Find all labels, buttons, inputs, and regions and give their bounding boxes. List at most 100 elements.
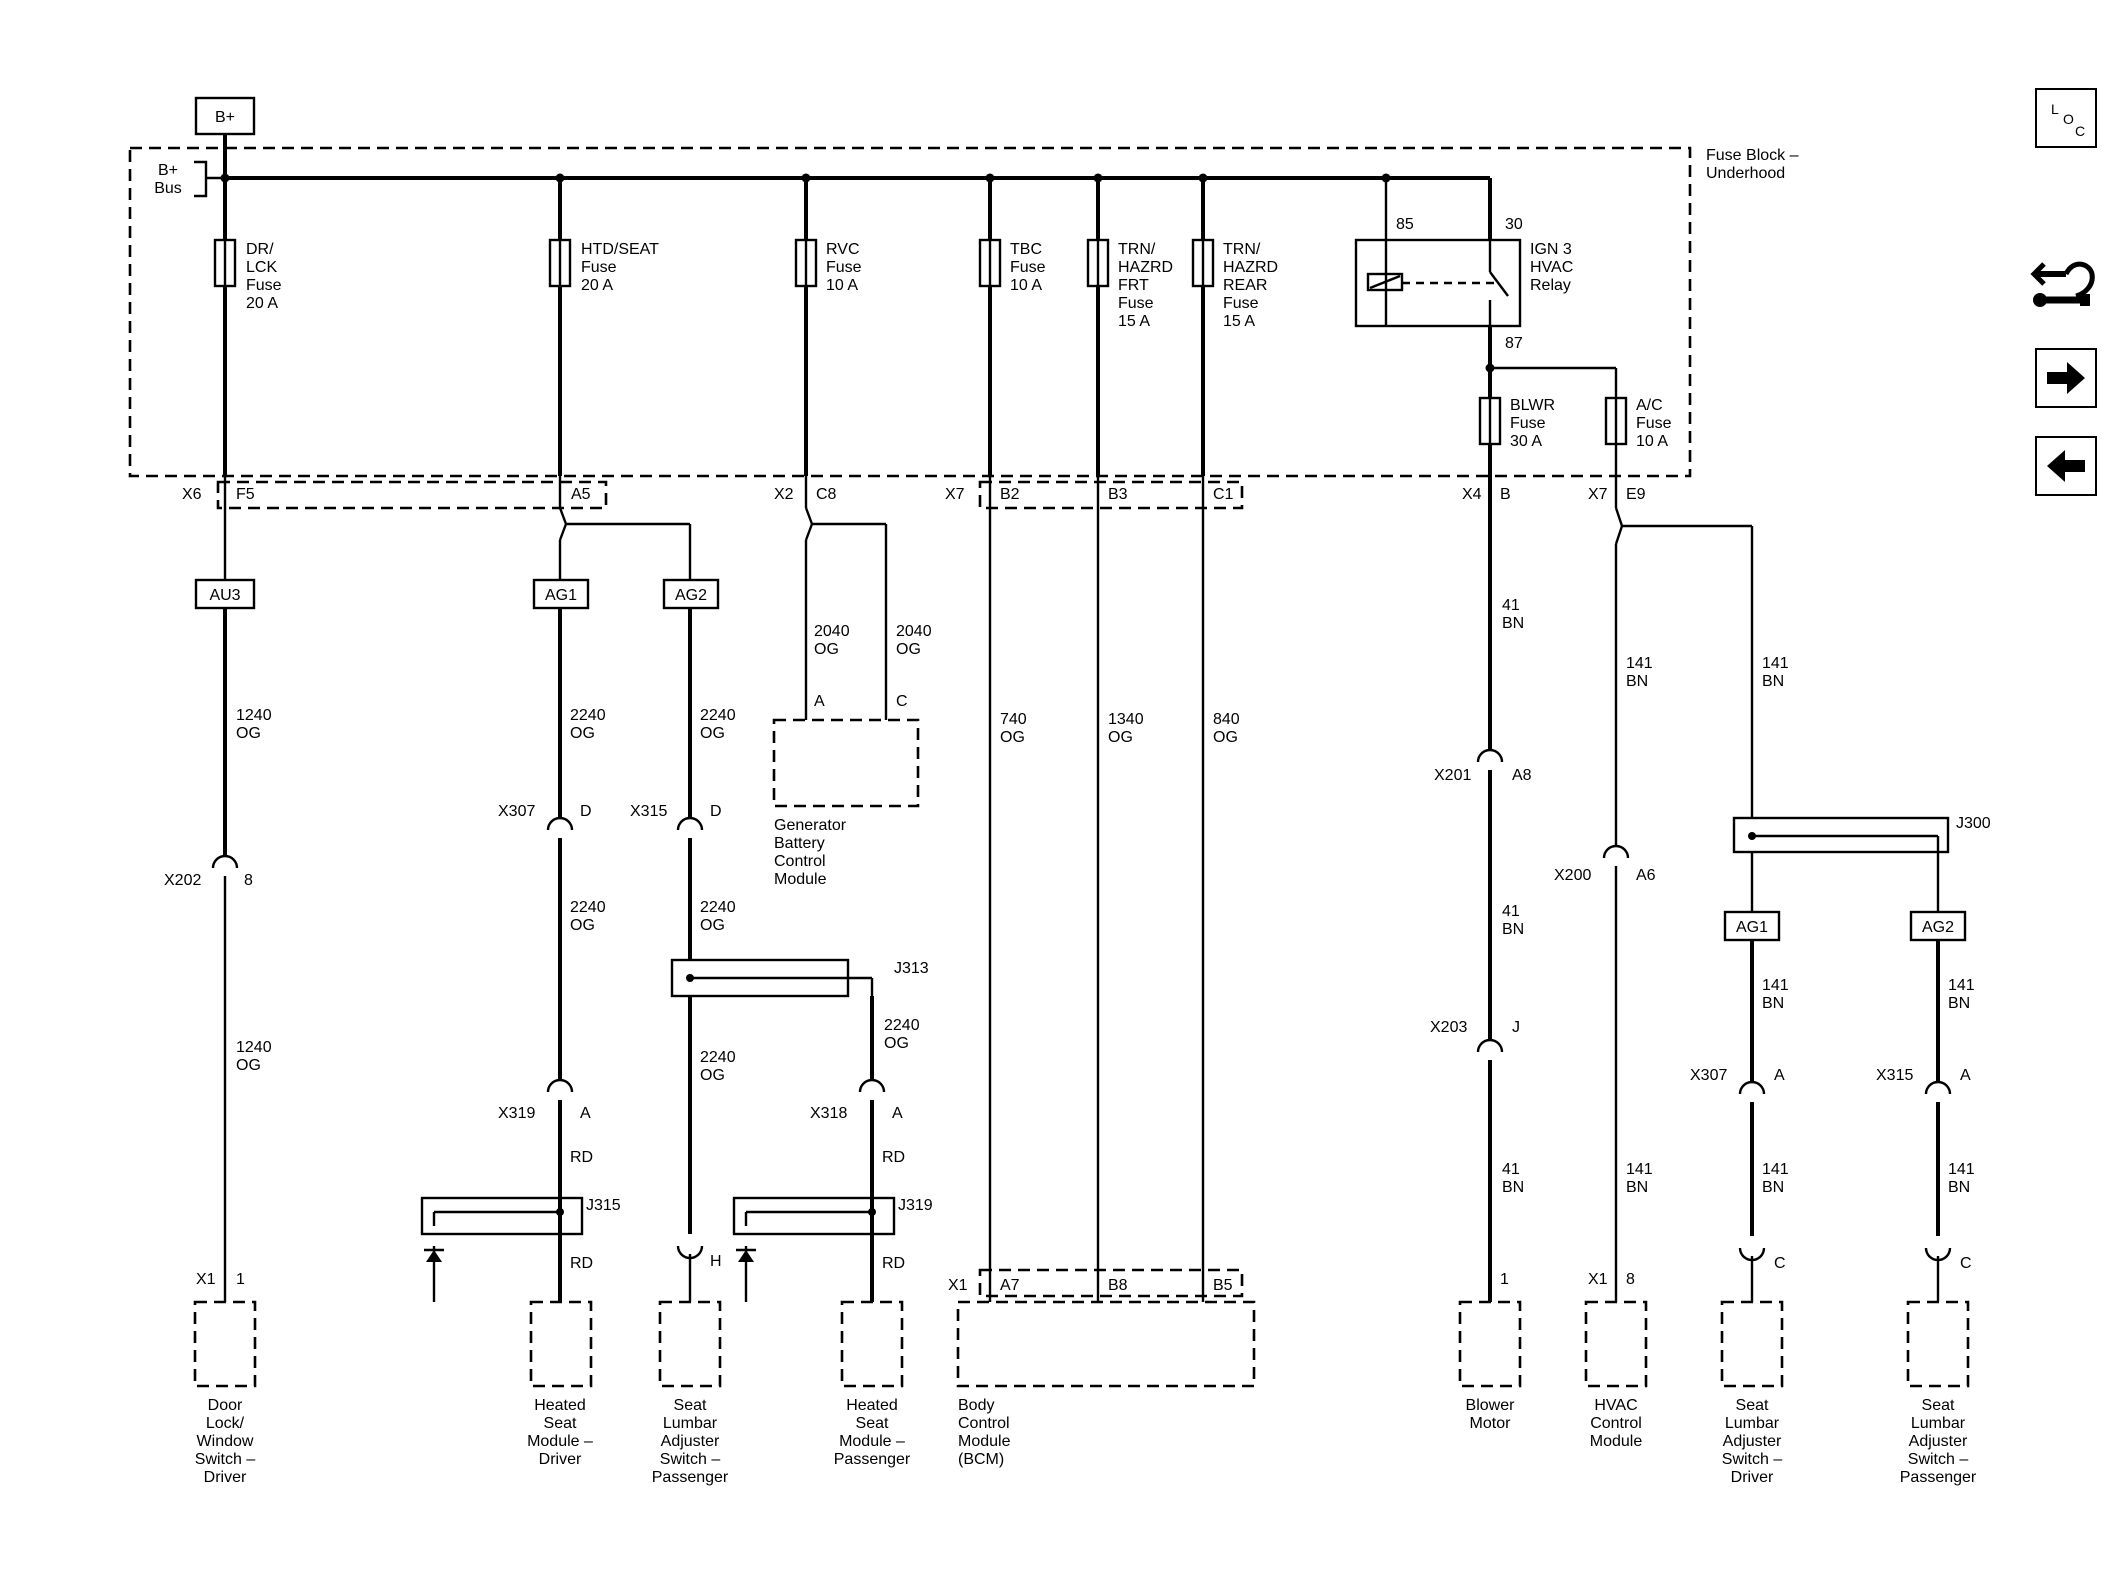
connector-x315: X315 bbox=[630, 803, 667, 820]
relay-pin-30: 30 bbox=[1505, 216, 1523, 233]
relay-pin-87: 87 bbox=[1505, 335, 1523, 352]
junction-j300: J300 bbox=[1956, 815, 1991, 832]
connector-x307: X307 bbox=[498, 803, 535, 820]
svg-text:141: 141 bbox=[1626, 655, 1653, 672]
fuse-block-label: Fuse Block –Underhood bbox=[1706, 147, 1799, 182]
svg-text:1240: 1240 bbox=[236, 1039, 272, 1056]
svg-text:41: 41 bbox=[1502, 1161, 1520, 1178]
svg-text:A: A bbox=[580, 1105, 591, 1122]
svg-text:OG: OG bbox=[814, 641, 839, 658]
svg-text:OG: OG bbox=[896, 641, 921, 658]
relay-pin-85: 85 bbox=[1396, 216, 1414, 233]
svg-text:BN: BN bbox=[1948, 1179, 1970, 1196]
svg-text:A: A bbox=[892, 1105, 903, 1122]
svg-text:X1: X1 bbox=[1588, 1271, 1608, 1288]
svg-text:X1: X1 bbox=[196, 1271, 216, 1288]
heated-seat-module-passenger bbox=[840, 1300, 904, 1388]
svg-text:BN: BN bbox=[1626, 1179, 1648, 1196]
svg-text:B2: B2 bbox=[1000, 486, 1020, 503]
svg-text:OG: OG bbox=[570, 917, 595, 934]
svg-text:1: 1 bbox=[236, 1271, 245, 1288]
svg-text:2240: 2240 bbox=[700, 899, 736, 916]
splice-ag1-right: AG1 bbox=[1736, 919, 1768, 936]
next-page-button[interactable] bbox=[2035, 348, 2097, 408]
loc-icon[interactable]: L O C bbox=[2035, 88, 2097, 148]
svg-text:X2: X2 bbox=[774, 486, 794, 503]
previous-page-button[interactable] bbox=[2035, 436, 2097, 496]
svg-text:D: D bbox=[710, 803, 722, 820]
svg-text:41: 41 bbox=[1502, 903, 1520, 920]
connector-x201: X201 bbox=[1434, 767, 1471, 784]
svg-text:E9: E9 bbox=[1626, 486, 1646, 503]
svg-text:BN: BN bbox=[1762, 995, 1784, 1012]
seat-lumbar-switch-driver bbox=[1720, 1300, 1784, 1388]
svg-text:1240: 1240 bbox=[236, 707, 272, 724]
svg-text:RD: RD bbox=[882, 1255, 905, 1272]
power-source-label: B+ bbox=[215, 109, 235, 126]
svg-text:L: L bbox=[2051, 101, 2059, 117]
body-control-module bbox=[956, 1300, 1256, 1388]
svg-text:141: 141 bbox=[1626, 1161, 1653, 1178]
svg-text:OG: OG bbox=[236, 1057, 261, 1074]
svg-text:A: A bbox=[1774, 1067, 1785, 1084]
svg-text:41: 41 bbox=[1502, 597, 1520, 614]
wrench-harness-icon[interactable] bbox=[2030, 252, 2102, 328]
seat-lumbar-switch-passenger-rear bbox=[1906, 1300, 1970, 1388]
connector-x315-right: X315 bbox=[1876, 1067, 1913, 1084]
svg-text:BN: BN bbox=[1762, 673, 1784, 690]
svg-text:A7: A7 bbox=[1000, 1277, 1020, 1294]
svg-text:X319: X319 bbox=[498, 1105, 535, 1122]
splice-ag2: AG2 bbox=[675, 587, 707, 604]
svg-text:OG: OG bbox=[700, 917, 725, 934]
svg-text:840: 840 bbox=[1213, 711, 1240, 728]
svg-text:BN: BN bbox=[1502, 615, 1524, 632]
svg-text:X6: X6 bbox=[182, 486, 202, 503]
svg-text:A: A bbox=[814, 693, 825, 710]
svg-text:RD: RD bbox=[882, 1149, 905, 1166]
svg-text:X4: X4 bbox=[1462, 486, 1482, 503]
svg-text:OG: OG bbox=[570, 725, 595, 742]
generator-battery-control-module bbox=[772, 718, 920, 808]
svg-text:OG: OG bbox=[700, 1067, 725, 1084]
heated-seat-module-driver bbox=[529, 1300, 593, 1388]
splice-ag1: AG1 bbox=[545, 587, 577, 604]
svg-text:C1: C1 bbox=[1213, 486, 1234, 503]
svg-text:2240: 2240 bbox=[570, 707, 606, 724]
junction-j313: J313 bbox=[894, 960, 929, 977]
svg-text:A: A bbox=[1960, 1067, 1971, 1084]
svg-text:OG: OG bbox=[1108, 729, 1133, 746]
svg-text:BN: BN bbox=[1626, 673, 1648, 690]
svg-text:OG: OG bbox=[236, 725, 261, 742]
svg-text:OG: OG bbox=[1000, 729, 1025, 746]
svg-text:BN: BN bbox=[1502, 1179, 1524, 1196]
svg-text:141: 141 bbox=[1762, 977, 1789, 994]
svg-text:8: 8 bbox=[244, 872, 253, 889]
svg-text:2240: 2240 bbox=[570, 899, 606, 916]
svg-text:A5: A5 bbox=[571, 486, 591, 503]
svg-text:141: 141 bbox=[1762, 1161, 1789, 1178]
arrow-left-icon bbox=[2047, 450, 2085, 482]
svg-text:C: C bbox=[896, 693, 908, 710]
svg-text:O: O bbox=[2063, 111, 2074, 127]
svg-text:OG: OG bbox=[1213, 729, 1238, 746]
